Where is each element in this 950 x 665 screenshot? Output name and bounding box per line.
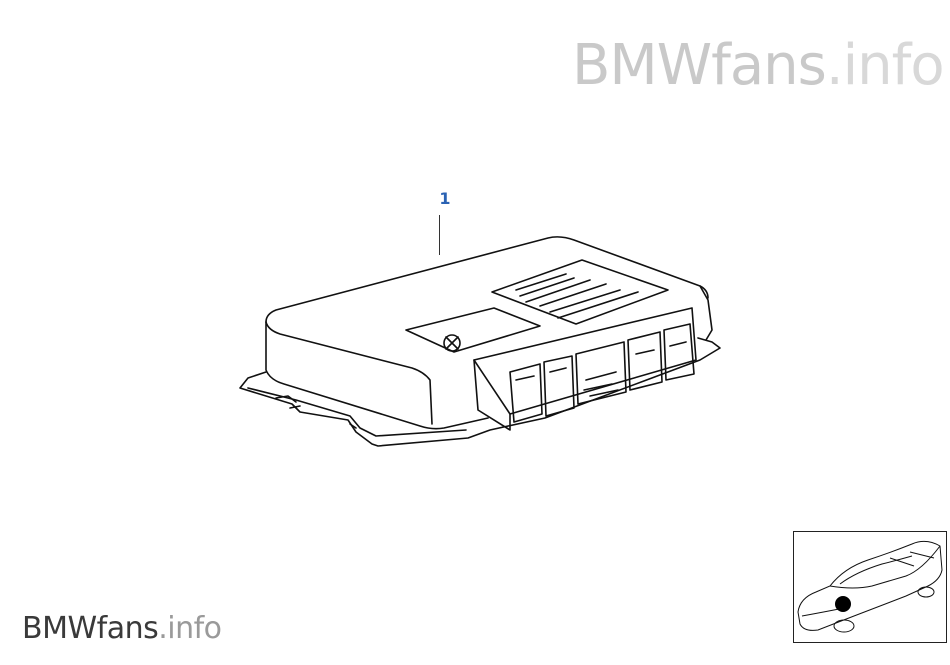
watermark-brand-bottom: BMWfans (22, 611, 159, 646)
watermark-bottom: BMWfans.info (22, 614, 222, 644)
label-plate (491, 259, 669, 325)
housing-top (265, 236, 709, 323)
watermark-ext: .info (825, 33, 945, 98)
watermark-brand: BMWfans (572, 33, 827, 98)
location-thumbnail (793, 531, 947, 643)
mounting-bracket (239, 337, 721, 447)
watermark-top: BMWfans.info (572, 38, 945, 94)
location-marker-icon (835, 596, 851, 612)
housing-front (265, 321, 489, 430)
watermark-ext-bottom: .info (158, 611, 222, 646)
callout-1[interactable]: 1 (439, 189, 451, 208)
car-location-icon (797, 540, 943, 633)
label-plate-small (405, 307, 541, 353)
callout-leader-line (439, 215, 440, 255)
connector-block (473, 307, 697, 415)
bmw-logo-icon (443, 334, 461, 352)
